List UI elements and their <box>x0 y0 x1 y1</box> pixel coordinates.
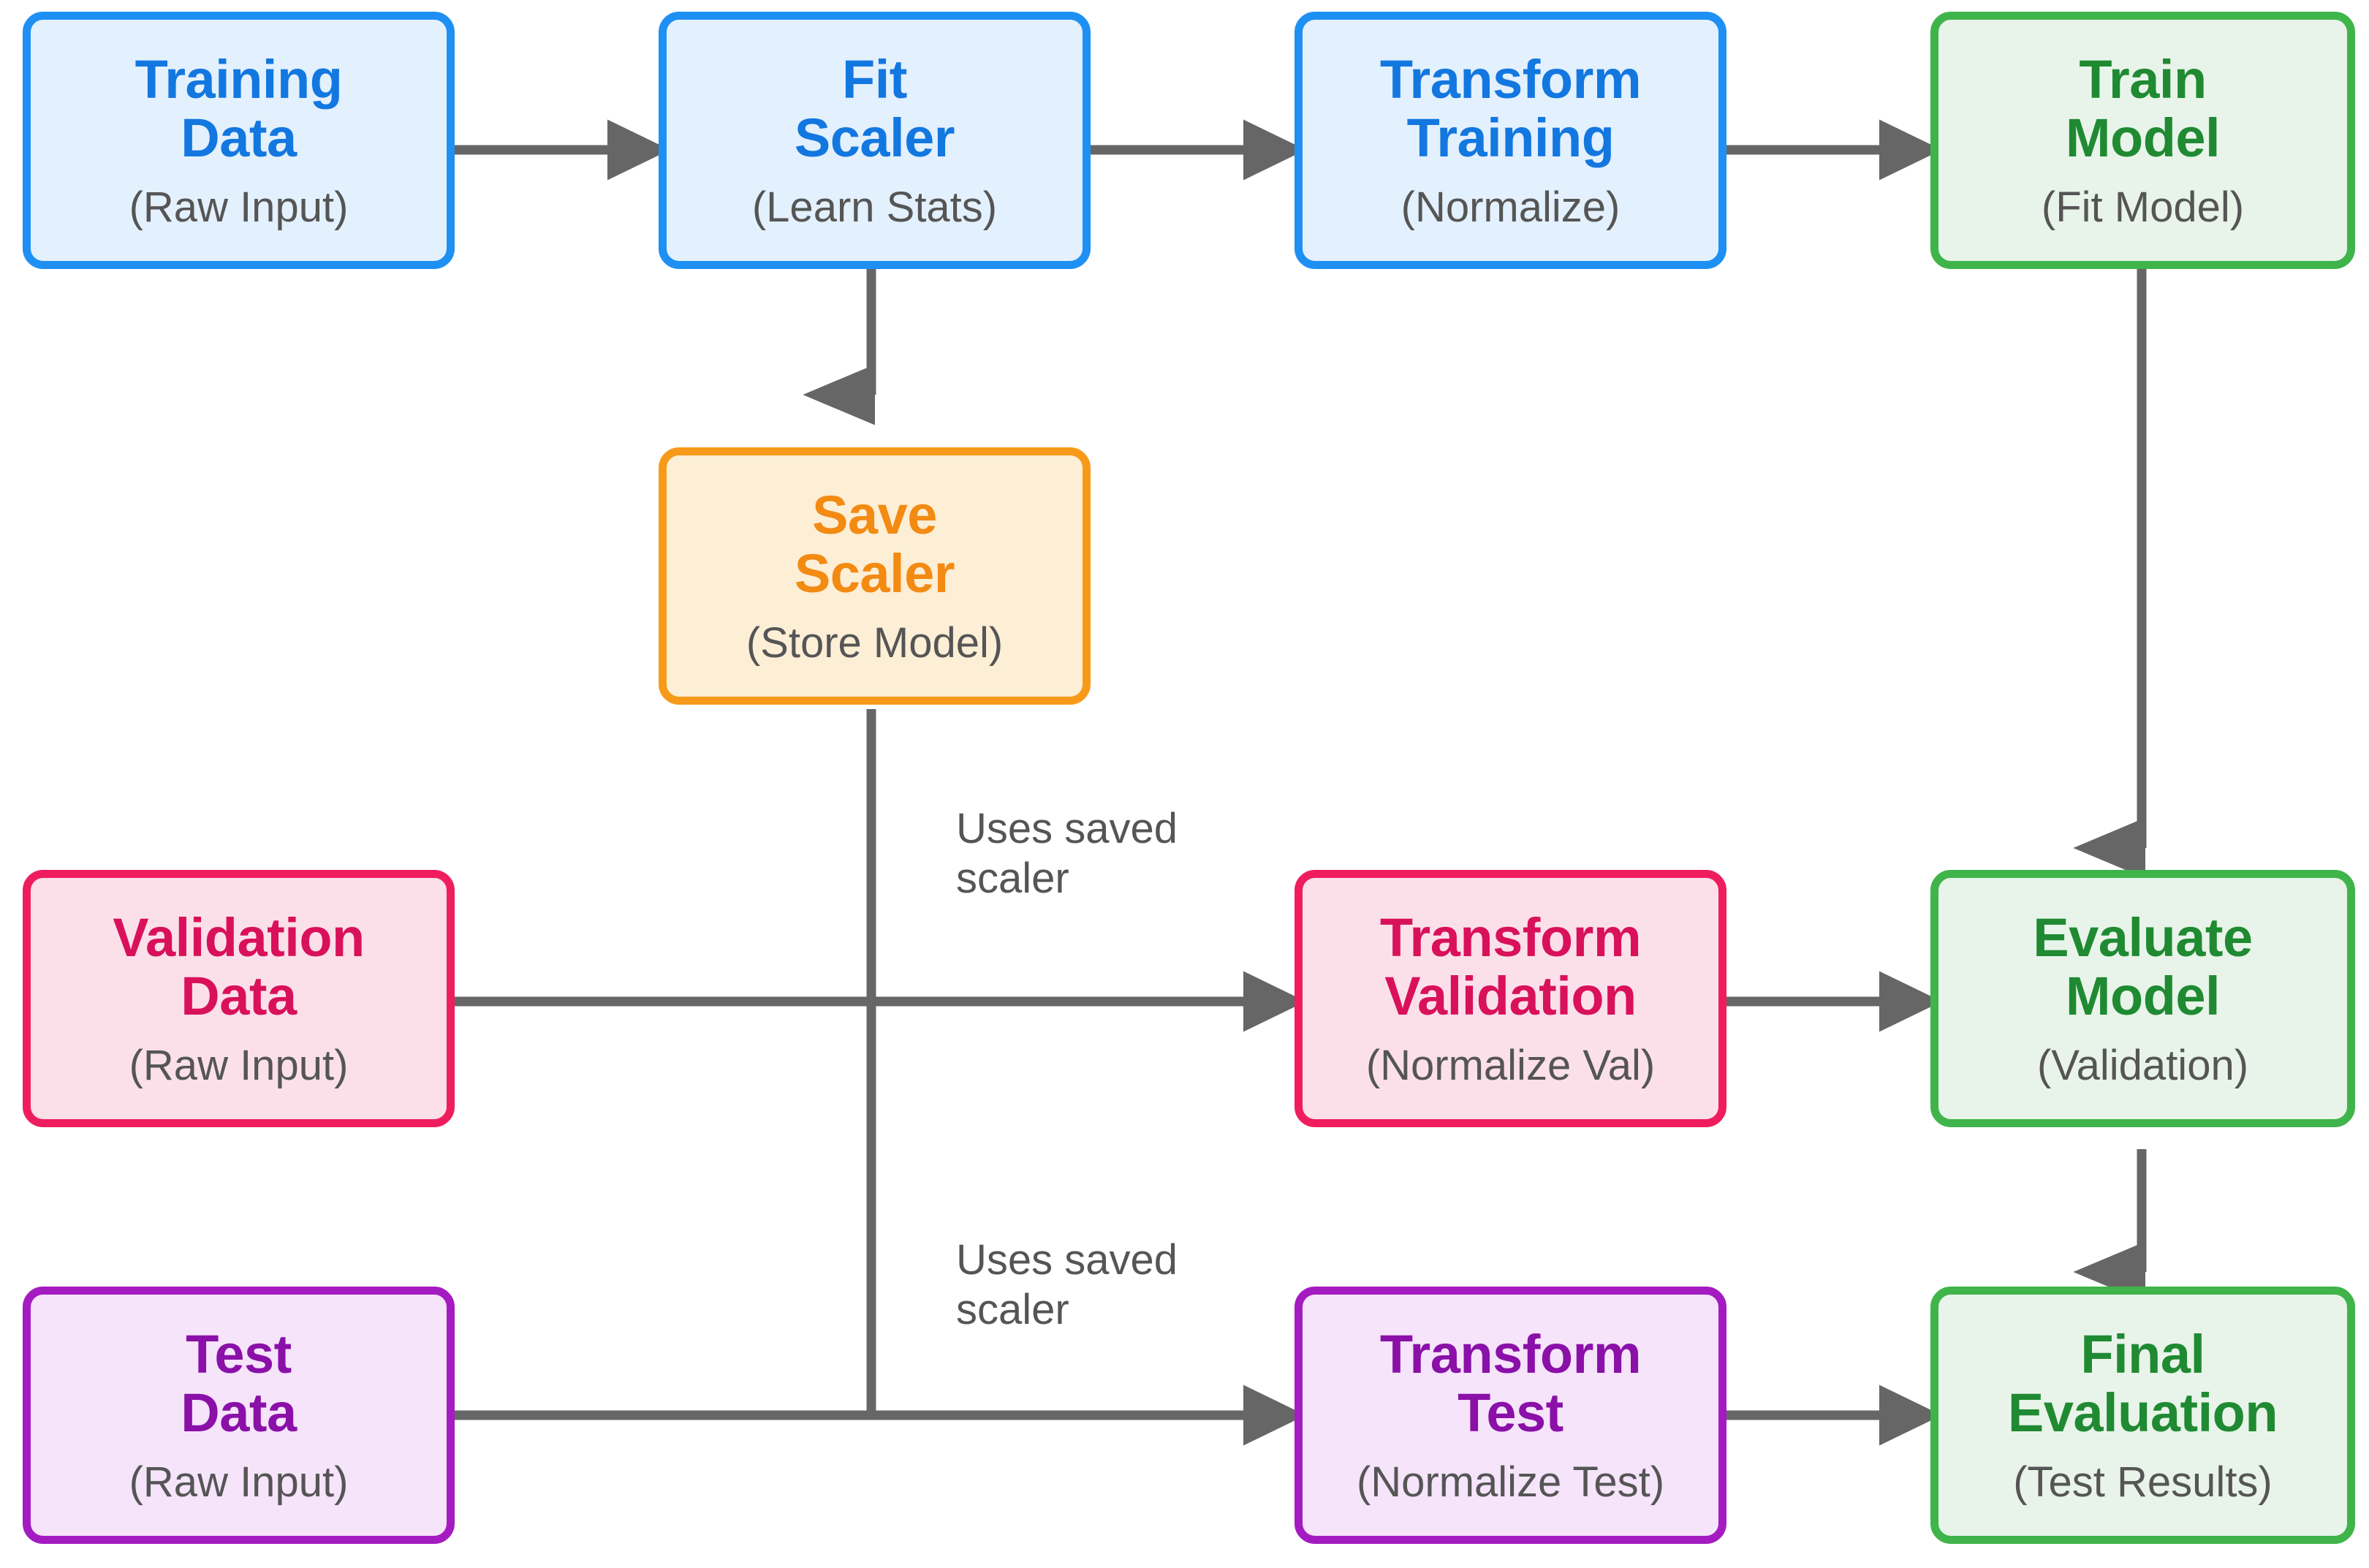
node-subtitle: (Normalize Val) <box>1365 1042 1656 1090</box>
node-title: Save Scaler <box>794 484 955 604</box>
node-training-data[interactable]: Training Data (Raw Input) <box>23 12 455 269</box>
edge-label-uses-saved-scaler-test: Uses saved scaler <box>956 1236 1178 1334</box>
node-subtitle: (Raw Input) <box>129 1458 349 1507</box>
node-subtitle: (Learn Stats) <box>751 183 998 232</box>
node-title: Training Data <box>134 48 343 168</box>
node-transform-test[interactable]: Transform Test (Normalize Test) <box>1295 1287 1726 1544</box>
node-subtitle: (Raw Input) <box>129 183 349 232</box>
node-fit-scaler[interactable]: Fit Scaler (Learn Stats) <box>659 12 1091 269</box>
node-title: Train Model <box>2065 48 2221 168</box>
node-transform-training[interactable]: Transform Training (Normalize) <box>1295 12 1726 269</box>
node-title: Transform Test <box>1379 1323 1642 1443</box>
node-validation-data[interactable]: Validation Data (Raw Input) <box>23 870 455 1127</box>
node-title: Transform Validation <box>1379 906 1642 1026</box>
node-subtitle: (Store Model) <box>746 619 1004 667</box>
node-title: Final Evaluation <box>2007 1323 2278 1443</box>
node-subtitle: (Normalize Test) <box>1356 1458 1665 1507</box>
node-title: Evaluate Model <box>2033 906 2253 1026</box>
node-final-evaluation[interactable]: Final Evaluation (Test Results) <box>1930 1287 2355 1544</box>
node-title: Fit Scaler <box>794 48 955 168</box>
node-subtitle: (Normalize) <box>1400 183 1621 232</box>
node-train-model[interactable]: Train Model (Fit Model) <box>1930 12 2355 269</box>
node-title: Validation Data <box>113 906 365 1026</box>
node-title: Transform Training <box>1379 48 1642 168</box>
node-evaluate-model[interactable]: Evaluate Model (Validation) <box>1930 870 2355 1127</box>
node-subtitle: (Raw Input) <box>129 1042 349 1090</box>
node-title: Test Data <box>181 1323 297 1443</box>
edge-label-uses-saved-scaler-validation: Uses saved scaler <box>956 805 1178 903</box>
node-subtitle: (Test Results) <box>2013 1458 2273 1507</box>
node-subtitle: (Validation) <box>2036 1042 2249 1090</box>
node-transform-validation[interactable]: Transform Validation (Normalize Val) <box>1295 870 1726 1127</box>
node-test-data[interactable]: Test Data (Raw Input) <box>23 1287 455 1544</box>
node-subtitle: (Fit Model) <box>2041 183 2245 232</box>
node-save-scaler[interactable]: Save Scaler (Store Model) <box>659 447 1091 705</box>
